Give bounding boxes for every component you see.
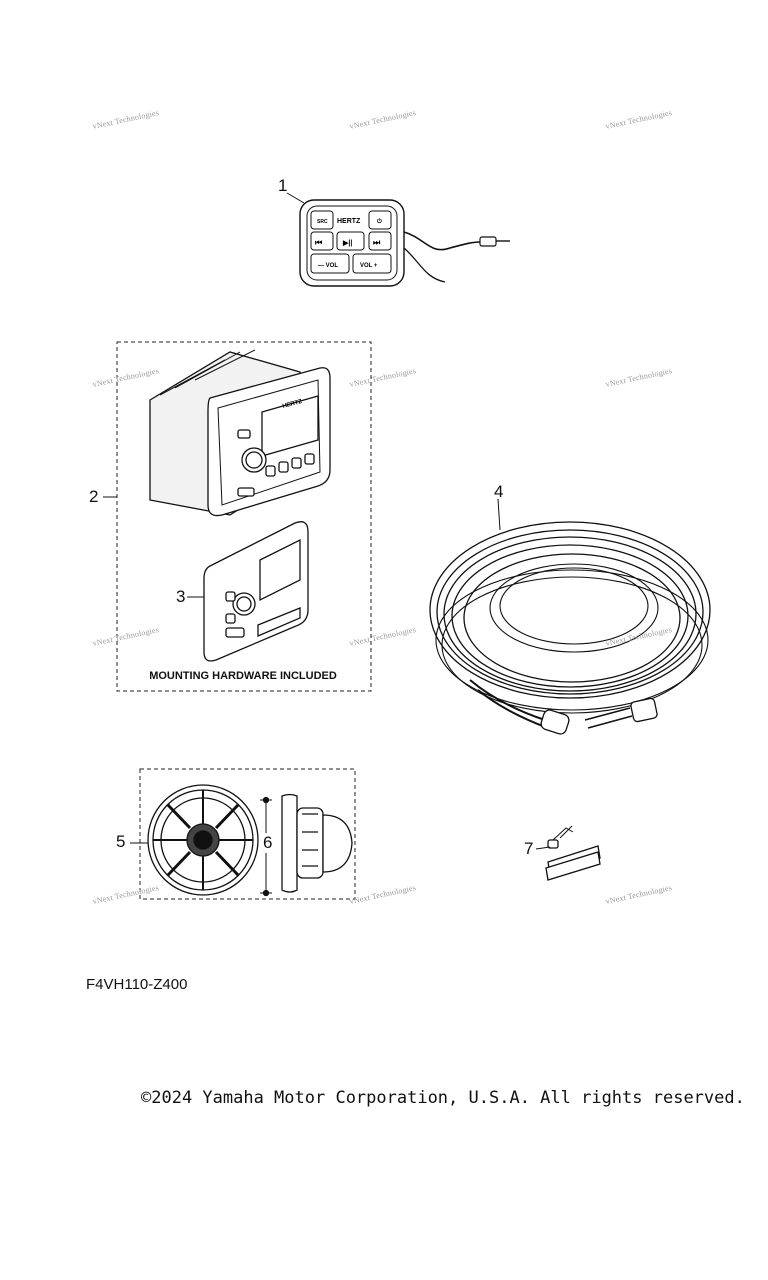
part-1-remote[interactable] bbox=[299, 199, 510, 287]
remote-key-src: SRC bbox=[317, 219, 328, 225]
remote-key-prev: ⏮ bbox=[315, 238, 322, 247]
part-7-module[interactable] bbox=[545, 825, 601, 881]
speaker-box bbox=[139, 768, 356, 900]
callout-6[interactable]: 6 bbox=[262, 833, 274, 853]
part-2-receiver[interactable] bbox=[149, 349, 331, 517]
callout-7[interactable]: 7 bbox=[524, 839, 534, 858]
part-6-speaker-side[interactable] bbox=[260, 793, 353, 897]
remote-brand: HERTZ bbox=[337, 218, 361, 225]
kit-box bbox=[116, 341, 372, 692]
remote-key-vol-up: VOL + bbox=[360, 263, 378, 269]
callout-3[interactable]: 3 bbox=[176, 587, 186, 606]
remote-key-vol-down: — VOL bbox=[318, 263, 338, 269]
diagram-code: F4VH110-Z400 bbox=[86, 976, 188, 993]
part-4-cable-coil[interactable] bbox=[429, 521, 711, 736]
callout-4[interactable]: 4 bbox=[494, 482, 504, 501]
callout-5[interactable]: 5 bbox=[116, 832, 126, 851]
kit-note: MOUNTING HARDWARE INCLUDED bbox=[149, 670, 337, 682]
callout-2[interactable]: 2 bbox=[89, 487, 99, 506]
part-5-speaker[interactable] bbox=[147, 784, 259, 896]
remote-key-next: ⏭ bbox=[373, 238, 381, 247]
part-3-cover-plate[interactable] bbox=[203, 521, 309, 662]
callout-1[interactable]: 1 bbox=[278, 176, 288, 195]
receiver-brand: HERTZ bbox=[282, 399, 303, 410]
remote-key-play: ▶|| bbox=[342, 240, 352, 247]
copyright-notice: ©2024 Yamaha Motor Corporation, U.S.A. A… bbox=[141, 1088, 745, 1108]
remote-key-power: ⏻ bbox=[377, 218, 382, 225]
